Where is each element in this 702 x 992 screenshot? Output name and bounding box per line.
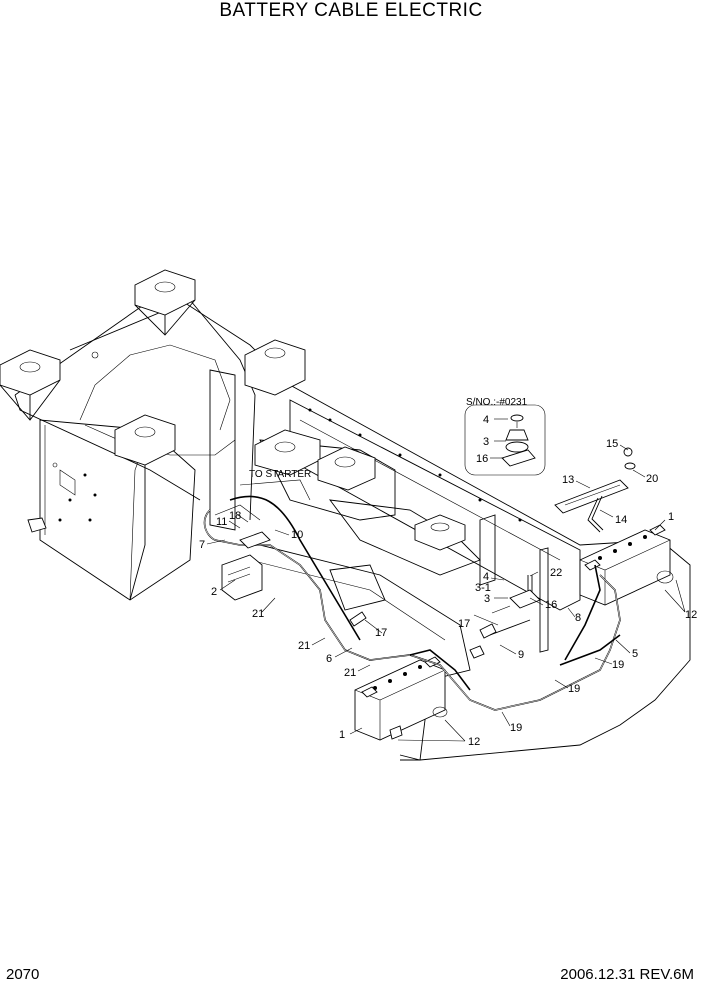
callout-13: 13 bbox=[562, 474, 574, 486]
callout-19-c: 19 bbox=[510, 722, 522, 734]
callout-16-inset: 16 bbox=[476, 453, 488, 465]
callout-10: 10 bbox=[291, 529, 303, 541]
callout-5: 5 bbox=[632, 648, 638, 660]
callout-16: 16 bbox=[545, 599, 557, 611]
callout-14: 14 bbox=[615, 514, 627, 526]
callout-12-left: 12 bbox=[468, 736, 480, 748]
callout-22: 22 bbox=[550, 567, 562, 579]
callout-4: 4 bbox=[483, 571, 489, 583]
callout-12-right: 12 bbox=[685, 609, 697, 621]
battery-cables bbox=[203, 479, 621, 711]
callout-19-a: 19 bbox=[612, 659, 624, 671]
callout-1-right: 1 bbox=[668, 511, 674, 523]
battery-relay bbox=[221, 531, 271, 601]
fittings bbox=[349, 575, 541, 659]
battery-left bbox=[354, 656, 448, 741]
callout-17-left: 17 bbox=[375, 627, 387, 639]
battery-right bbox=[579, 524, 674, 606]
leader-lines bbox=[206, 418, 686, 742]
callout-7: 7 bbox=[199, 539, 205, 551]
callout-8: 8 bbox=[575, 612, 581, 624]
callout-21-b: 21 bbox=[298, 640, 310, 652]
callout-15: 15 bbox=[606, 438, 618, 450]
hold-down-bar bbox=[554, 447, 636, 533]
callout-labels: 4 3 16 15 20 13 14 1 12 5 19 19 19 12 1 … bbox=[199, 397, 697, 748]
callout-3-inset: 3 bbox=[483, 436, 489, 448]
callout-21-c: 21 bbox=[344, 667, 356, 679]
callout-6: 6 bbox=[326, 653, 332, 665]
mounting-pads bbox=[0, 269, 466, 601]
callout-9: 9 bbox=[518, 649, 524, 661]
callout-17-right: 17 bbox=[458, 618, 470, 630]
callout-3-1: 3-1 bbox=[475, 582, 491, 594]
page-title: BATTERY CABLE ELECTRIC bbox=[219, 0, 483, 21]
callout-4-inset: 4 bbox=[483, 414, 489, 426]
callout-20: 20 bbox=[646, 473, 658, 485]
to-starter-label: TO STARTER bbox=[249, 469, 311, 480]
callout-19-b: 19 bbox=[568, 683, 580, 695]
serial-inset bbox=[464, 404, 546, 476]
serial-note: S/NO.:-#0231 bbox=[466, 397, 528, 408]
callout-1-left: 1 bbox=[339, 729, 345, 741]
callout-18: 18 bbox=[229, 510, 241, 522]
frame-holes bbox=[27, 351, 522, 533]
callout-3: 3 bbox=[484, 593, 490, 605]
callout-21-a: 21 bbox=[252, 608, 264, 620]
page-number: 2070 bbox=[6, 966, 40, 983]
callout-11: 11 bbox=[216, 516, 227, 528]
callout-2: 2 bbox=[211, 586, 217, 598]
revision-date: 2006.12.31 REV.6M bbox=[560, 966, 694, 983]
upper-frame bbox=[14, 289, 691, 761]
